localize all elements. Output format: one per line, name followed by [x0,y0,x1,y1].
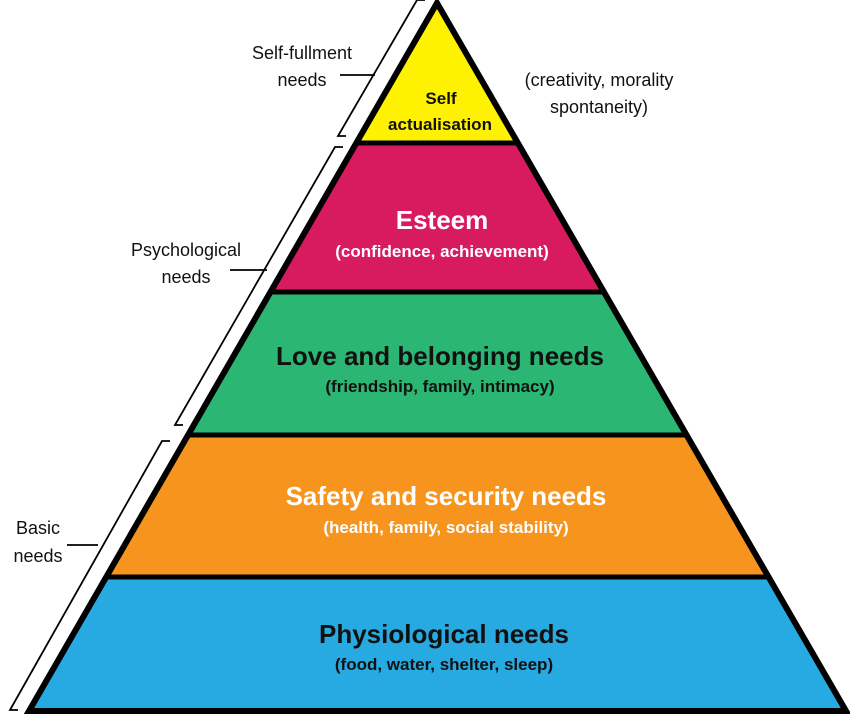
bracket-psychological [173,146,343,426]
side-note: spontaneity) [550,97,648,117]
side-note: (creativity, morality [525,70,674,90]
level-subtitle: (friendship, family, intimacy) [325,377,554,396]
level-title: Self [425,89,457,108]
group-label-self-fulfillment: Self-fullment [252,43,352,63]
layer-safety [106,435,768,577]
group-brackets [8,0,425,711]
group-label-psychological: needs [161,267,210,287]
level-subtitle: (health, family, social stability) [323,518,568,537]
layer-physiological [29,577,846,711]
layer-esteem [270,143,603,292]
level-title: actualisation [388,115,492,134]
level-title: Esteem [396,205,489,235]
pyramid-outline [23,0,850,714]
group-label-psychological: Psychological [131,240,241,260]
level-title: Physiological needs [319,619,569,649]
level-subtitle: (confidence, achievement) [335,242,549,261]
bracket-self-fulfillment [336,0,425,137]
level-subtitle: (food, water, shelter, sleep) [335,655,553,674]
layer-self-actualisation [356,3,517,143]
level-title: Safety and security needs [286,481,607,511]
bracket-basic [8,440,170,711]
group-label-basic: Basic [16,518,60,538]
layer-dividers [106,140,768,580]
group-label-self-fulfillment: needs [277,70,326,90]
group-label-basic: needs [13,546,62,566]
layer-love-belonging [188,292,686,435]
level-title: Love and belonging needs [276,341,604,371]
